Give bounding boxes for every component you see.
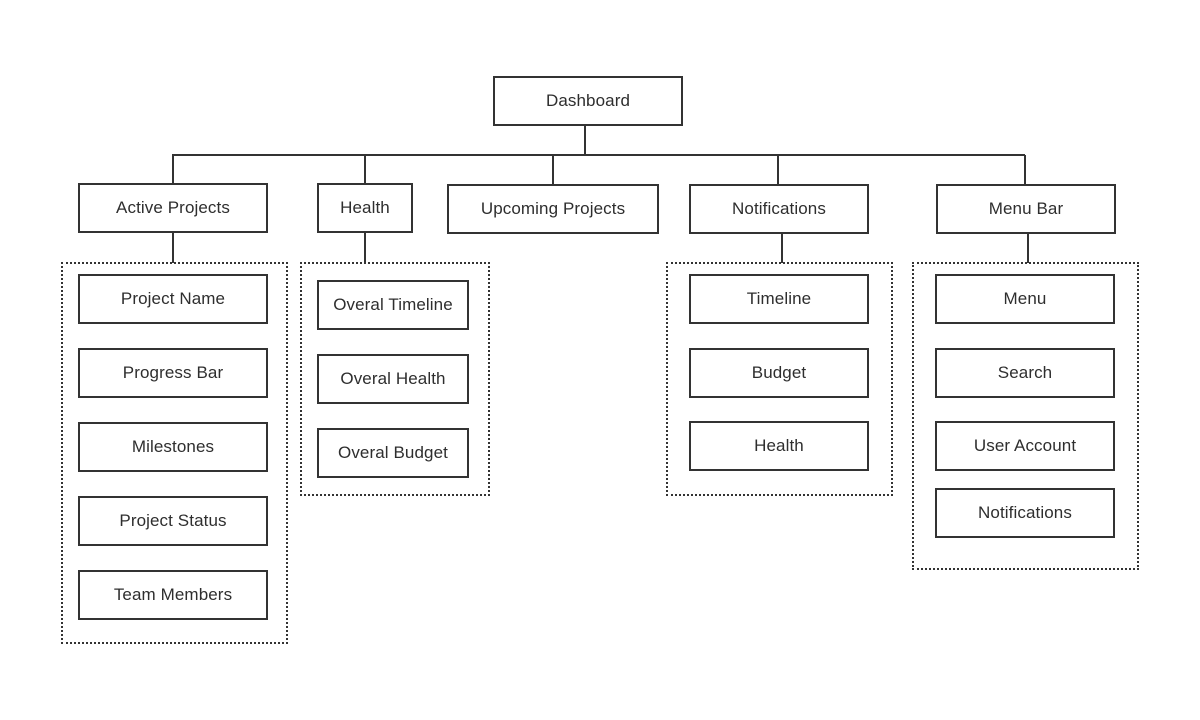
menu-bar-group <box>912 262 1139 570</box>
overal-timeline-node[interactable]: Overal Timeline <box>317 280 469 330</box>
dashboard-node[interactable]: Dashboard <box>493 76 683 126</box>
overal-budget-node[interactable]: Overal Budget <box>317 428 469 478</box>
budget-node[interactable]: Budget <box>689 348 869 398</box>
active-projects-group <box>61 262 288 644</box>
notifications-node[interactable]: Notifications <box>689 184 869 234</box>
project-name-node[interactable]: Project Name <box>78 274 268 324</box>
notifications-health-node[interactable]: Health <box>689 421 869 471</box>
health-group <box>300 262 490 496</box>
upcoming-projects-node[interactable]: Upcoming Projects <box>447 184 659 234</box>
user-account-node[interactable]: User Account <box>935 421 1115 471</box>
notifications-group <box>666 262 893 496</box>
team-members-node[interactable]: Team Members <box>78 570 268 620</box>
progress-bar-node[interactable]: Progress Bar <box>78 348 268 398</box>
menu-notifications-node[interactable]: Notifications <box>935 488 1115 538</box>
timeline-node[interactable]: Timeline <box>689 274 869 324</box>
active-projects-node[interactable]: Active Projects <box>78 183 268 233</box>
milestones-node[interactable]: Milestones <box>78 422 268 472</box>
health-node[interactable]: Health <box>317 183 413 233</box>
menu-node[interactable]: Menu <box>935 274 1115 324</box>
menu-bar-node[interactable]: Menu Bar <box>936 184 1116 234</box>
overal-health-node[interactable]: Overal Health <box>317 354 469 404</box>
search-node[interactable]: Search <box>935 348 1115 398</box>
project-status-node[interactable]: Project Status <box>78 496 268 546</box>
